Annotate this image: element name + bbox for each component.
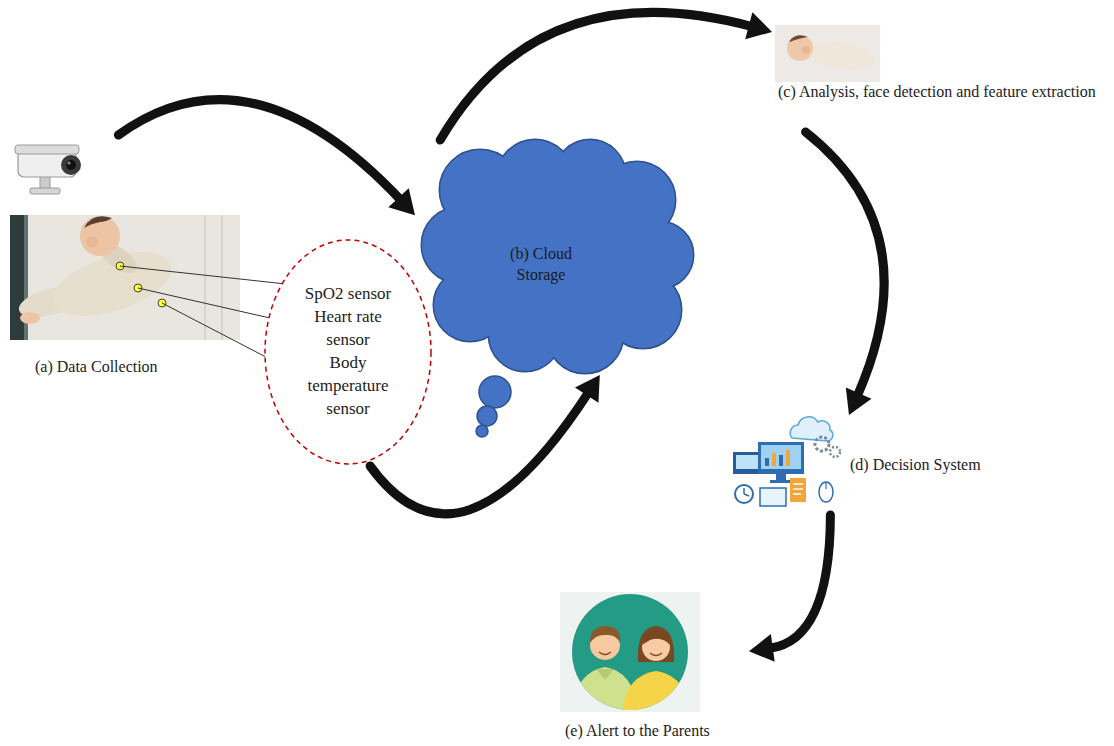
arrow-head xyxy=(846,387,872,415)
curved-arrow xyxy=(440,12,752,140)
node-label: Heart rate sensor xyxy=(296,306,400,352)
cloud-part xyxy=(434,269,506,341)
dashed-ellipse xyxy=(265,240,431,464)
curved-arrow xyxy=(370,393,588,514)
arrow-head xyxy=(749,634,775,662)
cloud-bubble xyxy=(476,425,488,437)
curved-arrow xyxy=(806,132,885,396)
baby-photo xyxy=(10,215,240,340)
text-group: (e) Alert to the Parents xyxy=(565,721,745,742)
flow-connector xyxy=(370,375,600,514)
text-group: (d) Decision System xyxy=(850,455,1030,476)
curved-arrow xyxy=(770,515,831,648)
data-collection-group: (a) Data Collection xyxy=(8,135,248,382)
text-group: (c) Analysis, face detection and feature… xyxy=(778,82,1104,103)
flow-connector xyxy=(440,12,772,140)
curved-arrow xyxy=(118,100,400,200)
node-label: (e) Alert to the Parents xyxy=(565,721,745,742)
arrow-head xyxy=(745,12,772,39)
node-label: (a) Data Collection xyxy=(35,357,235,378)
flow-connector xyxy=(120,266,282,284)
arrow-head xyxy=(575,375,600,403)
camera-icon xyxy=(15,145,81,194)
cloud-part xyxy=(434,269,506,341)
text-stack: SpO2 sensorHeart rate sensorBody tempera… xyxy=(296,283,400,421)
parents-icon xyxy=(560,592,700,716)
text-group: (b) Cloud Storage xyxy=(495,244,587,286)
cloud-bubble xyxy=(479,376,511,408)
leader-line xyxy=(138,288,269,318)
face-photo xyxy=(775,25,880,82)
leader-line xyxy=(120,266,282,284)
flow-connector xyxy=(118,100,415,216)
text-group: (a) Data Collection xyxy=(35,357,235,378)
arrow-head xyxy=(388,188,415,215)
flow-connector xyxy=(162,303,265,357)
analysis-step: (c) Analysis, face detection and feature… xyxy=(772,22,1108,132)
leader-line xyxy=(162,303,265,357)
node-label: (c) Analysis, face detection and feature… xyxy=(792,82,1104,103)
decision-step: (d) Decision System xyxy=(725,415,1035,515)
flow-connector xyxy=(138,288,269,318)
ellipse-outline xyxy=(263,238,433,466)
flow-connector xyxy=(749,515,830,662)
flow-connector xyxy=(806,132,885,415)
node-label: SpO2 sensor xyxy=(296,283,400,306)
decision-system-icon xyxy=(733,417,840,506)
text-group: SpO2 sensorHeart rate sensorBody tempera… xyxy=(263,238,433,466)
cloud-storage: (b) Cloud Storage xyxy=(415,140,695,375)
node-label: (b) Cloud Storage xyxy=(495,244,587,286)
cloud-bubble xyxy=(477,406,497,426)
sensor-ellipse: SpO2 sensorHeart rate sensorBody tempera… xyxy=(263,238,433,466)
alert-step: (e) Alert to the Parents xyxy=(555,588,749,746)
node-label: (d) Decision System xyxy=(850,455,1030,476)
node-label: Body temperature sensor xyxy=(296,352,400,421)
